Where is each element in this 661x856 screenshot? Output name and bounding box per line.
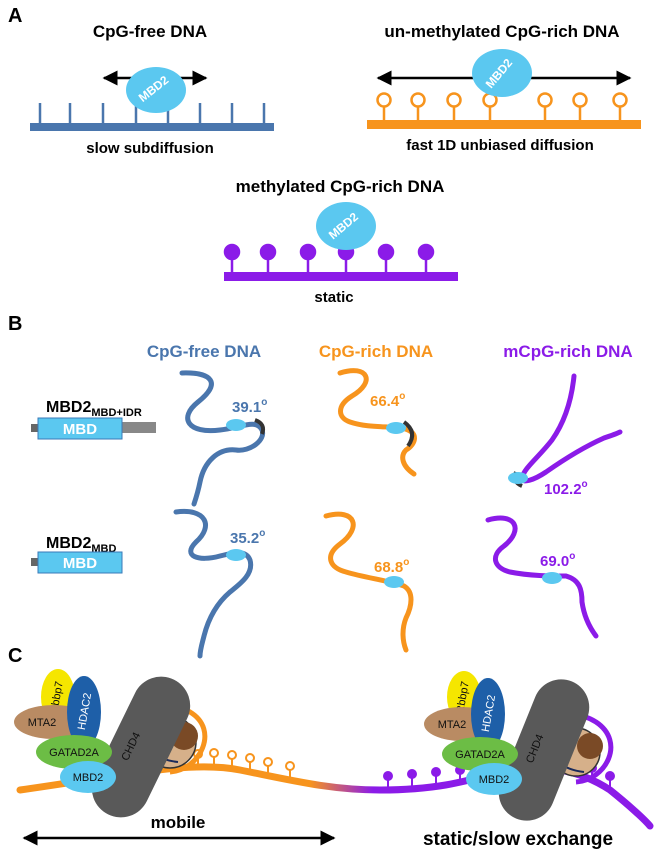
mobile-label: mobile [151,813,206,832]
dna-conformation-cpg-free-mbd [173,508,254,659]
angle-mcpg-rich-mbd: 69.0o [540,551,575,570]
angle-cpg-rich-mbd: 68.8o [374,557,409,576]
construct-mbd: MBD2MBD MBD [31,535,123,574]
svg-text:Rbbp7: Rbbp7 [454,680,471,714]
svg-text:MTA2: MTA2 [438,719,467,731]
construct-mbd-idr: MBD2MBD+IDR MBD [31,399,156,440]
unmethylated-dna-strand [367,92,641,129]
gatad2a-subunit: GATAD2A [36,735,112,769]
angle-cpg-free-mbd-idr: 39.1o [232,397,267,416]
mbd2-protein-unmethylated: MBD2 [472,49,532,97]
mbd2-subunit-right: MBD2 [466,763,522,795]
mbd2-subunit: MBD2 [60,761,116,793]
svg-text:MBD: MBD [63,555,97,572]
angle-cpg-rich-mbd-idr: 66.4o [370,391,405,410]
chd4-subunit: CHD4 [91,676,191,818]
column-header-cpg-rich: CpG-rich DNA [319,342,433,361]
dna-conformation-mcpg-rich-mbd-idr [508,373,623,488]
methylated-dna-strand [223,243,458,281]
chd4-subunit-right: CHD4 [498,679,590,821]
dna-conformation-mcpg-rich-mbd [485,515,599,639]
cpg-free-title: CpG-free DNA [93,22,207,41]
angle-mcpg-rich-mbd-idr: 102.2o [544,479,588,498]
svg-text:MBD: MBD [63,421,97,438]
angle-cpg-free-mbd: 35.2o [230,528,265,547]
static-slow-exchange-label: static/slow exchange [423,829,613,850]
column-header-mcpg-rich: mCpG-rich DNA [503,342,632,361]
gatad2a-subunit-right: GATAD2A [442,737,518,771]
unmethylated-caption: fast 1D unbiased diffusion [406,137,594,154]
cpg-free-caption: slow subdiffusion [86,140,214,157]
dna-conformation-cpg-free-mbd-idr [179,370,266,507]
methylated-title: methylated CpG-rich DNA [236,177,445,196]
svg-text:GATAD2A: GATAD2A [49,747,99,759]
svg-text:MBD2MBD+IDR: MBD2MBD+IDR [46,399,142,419]
svg-text:MBD2: MBD2 [73,772,104,784]
hdac2-subunit: HDAC2 [67,676,101,748]
methylated-caption: static [314,289,353,306]
mbd2-protein-methylated: MBD2 [316,202,376,250]
nurd-complex-left: CHD4 Rbbp7 MTA2 HDAC2 GATAD2A MBD2 [14,669,208,818]
panel-c-label: C [8,645,22,667]
svg-text:MTA2: MTA2 [28,717,57,729]
dna-conformation-cpg-rich-mbd [323,511,414,653]
svg-text:MBD2: MBD2 [479,774,510,786]
panel-a-label: A [8,5,22,27]
mbd2-protein-cpg-free: MBD2 [126,67,186,113]
nurd-complex-right: CHD4 Rbbp7 MTA2 HDAC2 GATAD2A MBD2 [424,671,614,821]
unmethylated-title: un-methylated CpG-rich DNA [384,22,619,41]
column-header-cpg-free: CpG-free DNA [147,342,261,361]
dna-conformation-cpg-rich-mbd-idr [337,368,417,477]
svg-text:GATAD2A: GATAD2A [455,749,505,761]
panel-b-label: B [8,313,22,335]
hdac2-subunit-right: HDAC2 [471,678,505,750]
